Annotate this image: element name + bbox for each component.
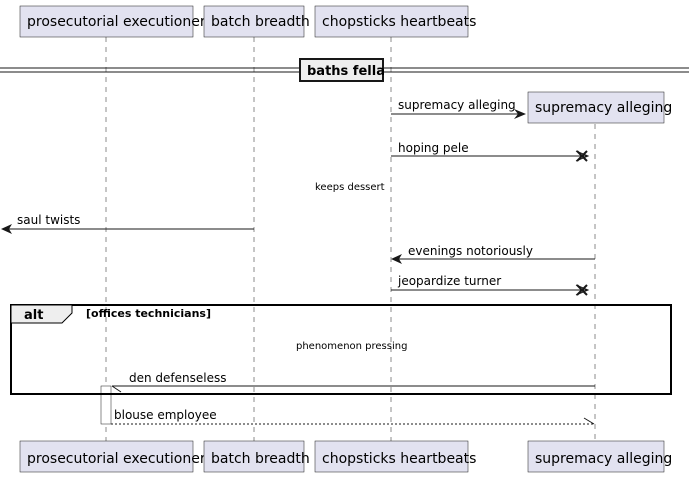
message-label: saul twists — [17, 213, 80, 227]
participant-label: prosecutorial executioner — [27, 14, 206, 30]
message-label: blouse employee — [114, 408, 217, 422]
message-label: jeopardize turner — [397, 274, 501, 288]
participant-label: supremacy alleging — [535, 100, 672, 116]
message-create: supremacy alleging — [391, 98, 526, 119]
participant-label: prosecutorial executioner — [27, 451, 206, 467]
divider: baths fella — [0, 58, 689, 82]
participant-supremacy-alleging-bottom: supremacy alleging — [527, 440, 672, 473]
participant-batch-breadth-top: batch breadth — [203, 5, 310, 38]
delay-label: phenomenon pressing — [296, 341, 407, 352]
participant-label: supremacy alleging — [535, 451, 672, 467]
message-label: den defenseless — [129, 371, 227, 385]
participants-top: prosecutorial executioner batch breadth … — [19, 5, 476, 38]
lifelines — [105, 37, 596, 441]
participant-prosecutorial-executioner-top: prosecutorial executioner — [19, 5, 206, 38]
delay-1: keeps dessert — [315, 182, 385, 193]
message-label: supremacy alleging — [398, 98, 516, 112]
participant-label: batch breadth — [211, 451, 310, 467]
participant-prosecutorial-executioner-bottom: prosecutorial executioner — [19, 440, 206, 473]
alt-keyword: alt — [24, 308, 43, 323]
message-saul: saul twists — [1, 213, 254, 234]
message-den: den defenseless — [111, 371, 595, 393]
divider-label: baths fella — [307, 64, 385, 79]
participant-chopsticks-heartbeats-top: chopsticks heartbeats — [314, 5, 476, 38]
message-blouse: blouse employee — [111, 408, 595, 425]
destroy-icon — [576, 150, 588, 162]
participant-batch-breadth-bottom: batch breadth — [203, 440, 310, 473]
destroy-icon — [576, 284, 588, 296]
message-jeopardize: jeopardize turner — [391, 274, 590, 296]
participant-label: batch breadth — [211, 14, 310, 30]
participants-bottom: prosecutorial executioner batch breadth … — [19, 440, 672, 473]
message-evenings: evenings notoriously — [391, 244, 595, 264]
alt-group: alt [offices technicians] phenomenon pre… — [10, 304, 672, 395]
message-label: hoping pele — [398, 141, 469, 155]
delay-label: keeps dessert — [315, 182, 385, 193]
participant-label: chopsticks heartbeats — [322, 14, 476, 30]
participant-label: chopsticks heartbeats — [322, 451, 476, 467]
participant-supremacy-alleging-created: supremacy alleging — [527, 91, 672, 124]
alt-condition: [offices technicians] — [86, 307, 211, 320]
participant-chopsticks-heartbeats-bottom: chopsticks heartbeats — [314, 440, 476, 473]
message-label: evenings notoriously — [408, 244, 533, 258]
message-hoping: hoping pele — [391, 141, 590, 162]
activation-bar — [100, 385, 112, 425]
